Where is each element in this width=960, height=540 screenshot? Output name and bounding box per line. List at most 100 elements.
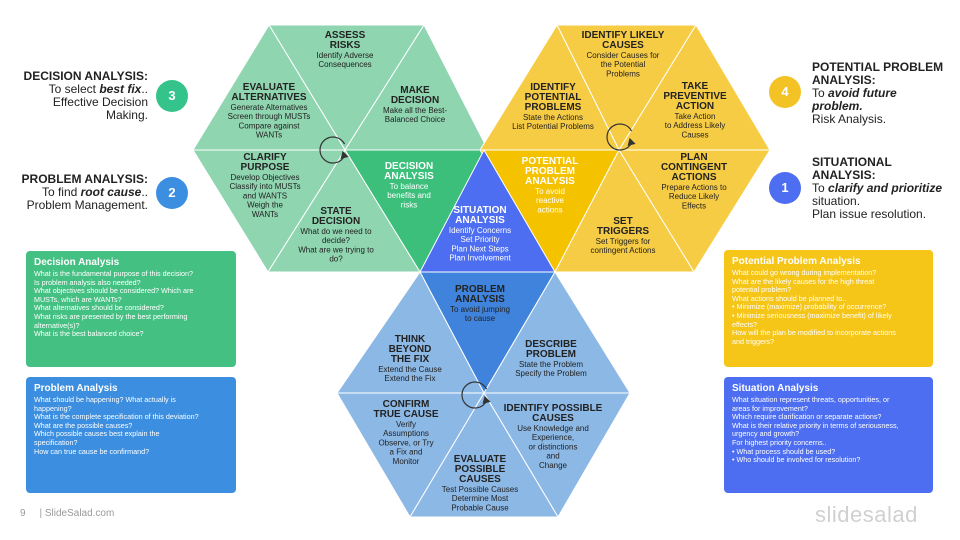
- question-line: What risks are presented by the best per…: [34, 311, 188, 321]
- question-line: What actions should be planned to..: [732, 293, 847, 303]
- situation-analysis-title: SITUATION: [453, 205, 506, 216]
- plan-contingent-actions-text: Effects: [682, 201, 706, 210]
- confirm-true-cause-text: Monitor: [393, 457, 420, 466]
- question-line: • Who should be involved for resolution?: [732, 455, 861, 465]
- question-line: How will the plan be modified to incorpo…: [732, 328, 896, 338]
- state-decision-text: decide?: [322, 236, 351, 245]
- take-preventive-action-text: to Address Likely: [665, 121, 725, 130]
- decision-analysis-label-title: DECISION ANALYSIS:: [23, 69, 148, 83]
- problem-analysis-label-title: PROBLEM ANALYSIS:: [21, 172, 148, 186]
- set-triggers-text: Set Triggers for: [596, 237, 651, 246]
- potential-problem-analysis-title: PROBLEM: [525, 166, 575, 177]
- identify-likely-causes-text: Problems: [606, 69, 640, 78]
- think-beyond-the-fix-title: BEYOND: [389, 344, 432, 355]
- make-decision-text: Balanced Choice: [385, 115, 446, 124]
- problem-analysis-label: PROBLEM ANALYSIS: To find root cause.. P…: [10, 173, 148, 212]
- question-line: Which require clarification or separate …: [732, 412, 882, 422]
- question-line: What objectives should be considered? Wh…: [34, 286, 194, 296]
- identify-potential-problems-title: IDENTIFY: [530, 82, 576, 93]
- question-line: urgency and growth?: [732, 429, 800, 439]
- potential-problem-analysis-title: POTENTIAL: [522, 156, 579, 167]
- problem-analysis-box-questions: What should be happening? What actually …: [34, 395, 228, 456]
- identify-possible-causes-title: IDENTIFY POSSIBLE: [504, 403, 603, 414]
- state-decision-triangle: [267, 149, 421, 273]
- question-line: For highest priority concerns..: [732, 437, 827, 447]
- question-line: What is the fundamental purpose of this …: [34, 269, 194, 278]
- make-decision-text: Make all the Best-: [383, 106, 447, 115]
- problem-analysis-title: ANALYSIS: [455, 294, 505, 305]
- potential-label-title-1: POTENTIAL PROBLEM: [812, 60, 944, 74]
- problem-cycle-icon: [461, 381, 491, 409]
- problem-analysis-text: To avoid jumping: [450, 305, 510, 314]
- confirm-true-cause-title: CONFIRM: [383, 399, 430, 410]
- identify-possible-causes-text: Use Knowledge and: [517, 424, 589, 433]
- potential-problem-analysis-text: reactive: [536, 196, 565, 205]
- question-line: What are the likely causes for the high …: [732, 276, 875, 286]
- evaluate-possible-causes-triangle: [409, 392, 559, 518]
- identify-possible-causes-text: Experience,: [532, 433, 574, 442]
- state-decision-title: DECISION: [312, 216, 360, 227]
- evaluate-possible-causes-title: EVALUATE: [454, 454, 507, 465]
- badge-4: 4: [769, 76, 801, 108]
- state-decision-text: What are we trying to: [298, 245, 374, 254]
- identify-likely-causes-title: CAUSES: [602, 40, 644, 51]
- potential-cycle-icon: [606, 123, 636, 151]
- situation-analysis-text: Set Priority: [460, 235, 499, 244]
- decision-analysis-title: DECISION: [385, 161, 433, 172]
- question-line: happening?: [34, 403, 72, 413]
- question-line: How can true cause be confirmand?: [34, 446, 150, 456]
- situation-analysis-text: Plan Next Steps: [451, 244, 508, 253]
- evaluate-alternatives-text: Compare against: [239, 121, 301, 130]
- situational-analysis-label: SITUATIONAL ANALYSIS: To clarify and pri…: [812, 156, 957, 221]
- potential-problem-analysis-box-questions: What could go wrong during implementatio…: [732, 268, 925, 346]
- decision-analysis-box-questions: What is the fundamental purpose of this …: [34, 269, 228, 339]
- problem-analysis-box: Problem Analysis What should be happenin…: [26, 377, 236, 493]
- potential-label-title-2: ANALYSIS:: [812, 73, 876, 87]
- describe-problem-title: PROBLEM: [526, 349, 576, 360]
- question-line: MUSTs, which are WANTs?: [34, 294, 122, 304]
- situational-label-title-2: ANALYSIS:: [812, 168, 876, 182]
- decision-analysis-box: Decision Analysis What is the fundamenta…: [26, 251, 236, 367]
- slidesalad-logo: slidesalad: [815, 502, 918, 527]
- set-triggers-text: contingent Actions: [591, 246, 656, 255]
- confirm-true-cause-text: Verify: [396, 420, 416, 429]
- describe-problem-text: Specify the Problem: [515, 369, 587, 378]
- identify-likely-causes-text: Consider Causes for: [587, 51, 660, 60]
- evaluate-alternatives-title: EVALUATE: [243, 82, 296, 93]
- question-line: What is the best balanced choice?: [34, 329, 144, 339]
- potential-problem-analysis-title: ANALYSIS: [525, 176, 575, 187]
- clarify-purpose-text: Develop Objectives: [231, 173, 300, 182]
- clarify-purpose-title: CLARIFY: [243, 152, 287, 163]
- clarify-purpose-text: Classify into MUSTs: [229, 182, 300, 191]
- evaluate-alternatives-text: Screen through MUSTs: [228, 112, 311, 121]
- situation-analysis-title: ANALYSIS: [455, 215, 505, 226]
- potential-problem-analysis-box-title: Potential Problem Analysis: [732, 256, 861, 267]
- decision-analysis-label: DECISION ANALYSIS: To select best fix.. …: [20, 70, 148, 122]
- question-line: • Minimize (maximize) probability of occ…: [732, 302, 887, 312]
- potential-problem-analysis-label: POTENTIAL PROBLEM ANALYSIS: To avoid fut…: [812, 61, 952, 126]
- situation-analysis-box-title: Situation Analysis: [732, 383, 819, 394]
- state-decision-text: What do we need to: [300, 227, 372, 236]
- identify-potential-problems-title: PROBLEMS: [525, 102, 582, 113]
- evaluate-possible-causes-text: Test Possible Causes: [442, 485, 518, 494]
- set-triggers-title: TRIGGERS: [597, 226, 650, 237]
- decision-analysis-text: To balance: [390, 182, 429, 191]
- question-line: • What process should be used?: [732, 446, 836, 456]
- potential-problem-analysis-text: To avoid: [535, 187, 565, 196]
- set-triggers-title: SET: [613, 216, 632, 227]
- plan-contingent-actions-title: PLAN: [680, 152, 707, 163]
- situation-analysis-triangle: [419, 148, 556, 273]
- question-line: and triggers?: [732, 336, 774, 346]
- potential-problem-analysis-text: actions: [537, 205, 562, 214]
- question-line: specification?: [34, 437, 78, 447]
- think-beyond-the-fix-title: THINK: [395, 334, 426, 345]
